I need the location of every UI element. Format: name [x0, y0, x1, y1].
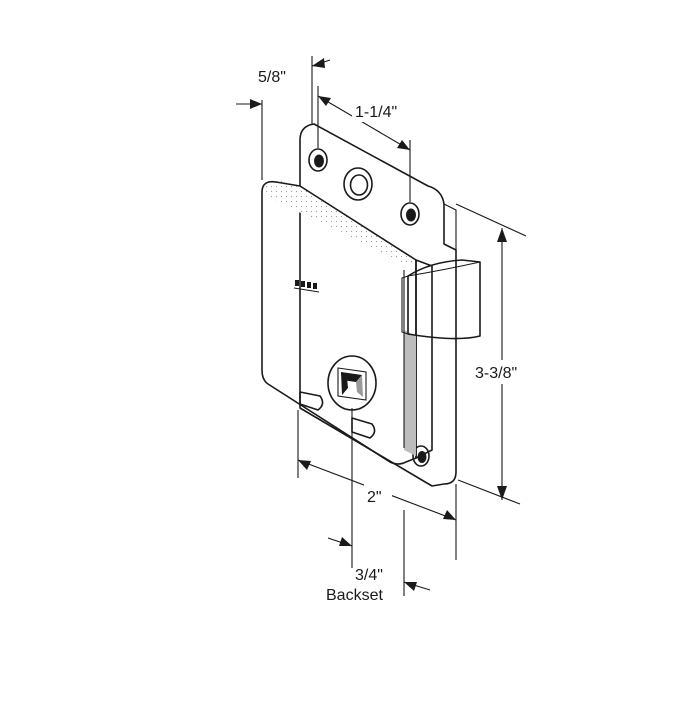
dim-height: 3-3/8" [455, 203, 546, 505]
label-backset: Backset [326, 587, 383, 604]
screw-hole-left [308, 148, 328, 172]
dim-width: 2" [297, 410, 457, 560]
latch-bolt [401, 259, 481, 340]
latch-housing [261, 180, 433, 465]
label-mounting-edge: 5/8" [258, 69, 286, 86]
brand-mark [293, 280, 320, 293]
dim-hole-spacing: 1-1/4" [317, 86, 418, 202]
dim-mounting-edge: 5/8" [236, 56, 331, 180]
label-backset-value: 3/4" [355, 567, 383, 584]
label-hole-spacing: 1-1/4" [355, 104, 397, 121]
screw-hole-right [400, 202, 420, 226]
dim-backset: 3/4" Backset [326, 408, 431, 604]
mounting-plate [299, 123, 457, 487]
label-width: 2" [367, 489, 382, 506]
label-height: 3-3/8" [475, 365, 517, 382]
spindle-hub [327, 355, 377, 411]
center-hole [343, 167, 373, 201]
